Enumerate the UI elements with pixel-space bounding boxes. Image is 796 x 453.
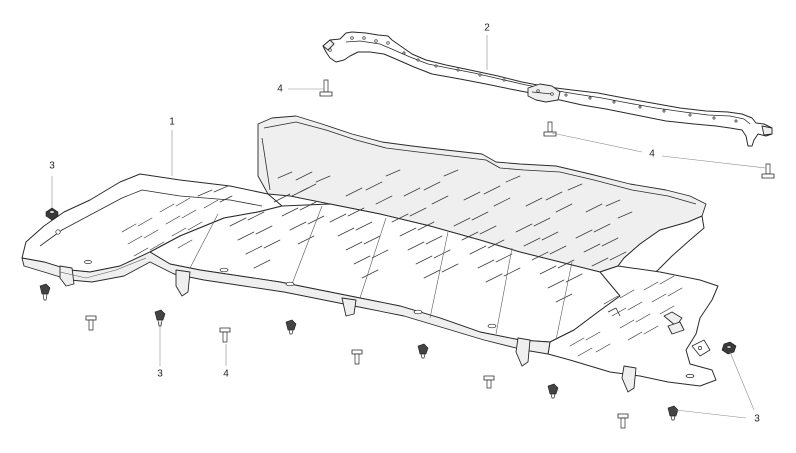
clip-fastener-6 (667, 405, 679, 421)
bracket-holes (328, 36, 738, 123)
clip-fastener-2 (154, 309, 166, 327)
clip-fastener-5 (547, 383, 559, 399)
callout-3-lower-left: 3 (153, 367, 167, 381)
bolt-lower-1 (85, 315, 97, 331)
bolt-bracket-mid (543, 121, 557, 137)
clip-fastener-1 (39, 283, 51, 301)
callout-2: 2 (480, 21, 494, 35)
underbody-shield (21, 115, 719, 393)
clip-fastener-3 (285, 319, 297, 335)
callout-number: 3 (49, 161, 55, 172)
callout-number: 4 (649, 149, 655, 160)
rib-pattern (121, 169, 683, 357)
callout-number: 4 (223, 369, 229, 380)
leader-lines (51, 35, 767, 419)
callout-3-upper-left: 3 (45, 159, 59, 173)
callout-4-upper: 4 (273, 82, 287, 96)
bolt-lower-3 (351, 349, 363, 365)
bolt-lower-2 (219, 327, 231, 343)
nut-right (721, 341, 737, 355)
callout-1: 1 (165, 115, 179, 129)
callout-number: 2 (484, 23, 490, 34)
callout-number: 1 (169, 117, 175, 128)
callout-number: 4 (277, 84, 283, 95)
bolt-lower-5 (617, 413, 629, 429)
clip-fastener-4 (417, 343, 429, 359)
callout-4-lower: 4 (219, 367, 233, 381)
bolt-bracket-right (761, 163, 775, 179)
callout-3-lower-right: 3 (750, 412, 764, 426)
callout-number: 3 (157, 369, 163, 380)
bolt-upper (319, 79, 333, 97)
bolt-lower-4 (483, 375, 495, 389)
upper-bracket (322, 31, 773, 147)
callout-number: 3 (754, 414, 760, 425)
callout-4-right: 4 (645, 147, 659, 161)
